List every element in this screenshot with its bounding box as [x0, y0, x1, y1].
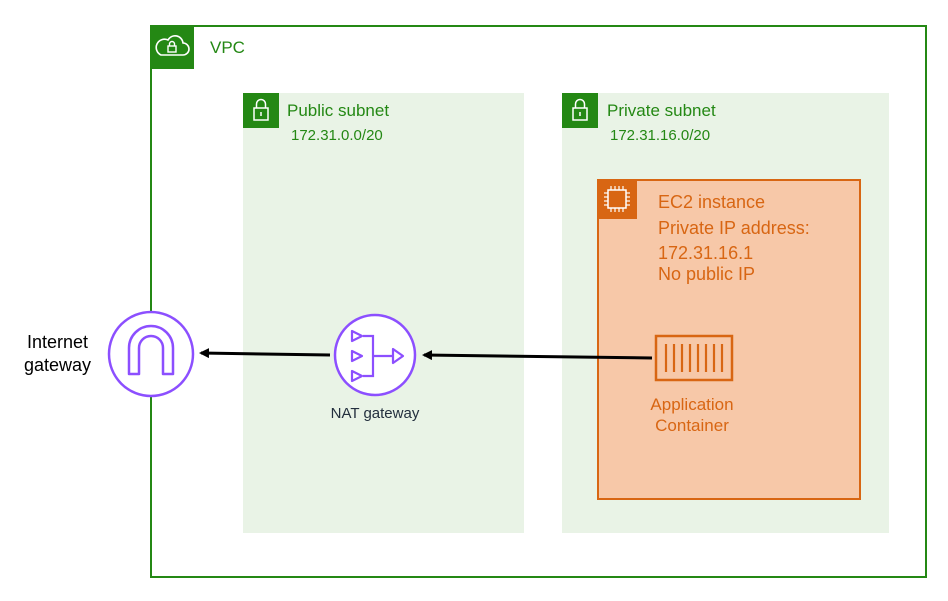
cloud-lock-icon	[155, 35, 190, 56]
internet-gateway-label-line-2: gateway	[23, 355, 92, 375]
ec2-private-ip-value: 172.31.16.1	[658, 243, 754, 263]
private-subnet-badge	[562, 93, 598, 128]
ec2-title: EC2 instance	[658, 192, 766, 212]
private-subnet-cidr: 172.31.16.0/20	[610, 127, 711, 144]
lock-icon	[572, 98, 588, 121]
vpc-boundary	[150, 25, 927, 578]
arrow-nat-to-igw	[199, 348, 331, 359]
public-subnet	[243, 93, 524, 533]
public-subnet-title: Public subnet	[287, 101, 390, 120]
ec2-instance	[597, 179, 861, 500]
arrow-container-to-nat	[422, 350, 653, 361]
internet-gateway-label-line-1: Internet	[26, 332, 89, 352]
nat-gateway-icon[interactable]	[333, 313, 417, 397]
private-subnet-title: Private subnet	[607, 101, 716, 120]
nat-gateway-label: NAT gateway	[330, 405, 420, 422]
container-icon[interactable]	[654, 334, 734, 382]
internet-gateway-icon[interactable]	[107, 310, 195, 398]
container-label-line-2: Container	[655, 416, 729, 435]
chip-icon	[604, 186, 630, 212]
vpc-badge	[150, 25, 194, 69]
lock-icon	[253, 98, 269, 121]
container-label-line-1: Application	[650, 395, 734, 414]
public-subnet-badge	[243, 93, 279, 128]
public-subnet-cidr: 172.31.0.0/20	[291, 127, 383, 144]
ec2-badge	[597, 179, 637, 219]
ec2-private-ip-label: Private IP address:	[658, 218, 810, 238]
ec2-public-ip-note: No public IP	[658, 264, 756, 284]
vpc-label: VPC	[210, 38, 245, 57]
